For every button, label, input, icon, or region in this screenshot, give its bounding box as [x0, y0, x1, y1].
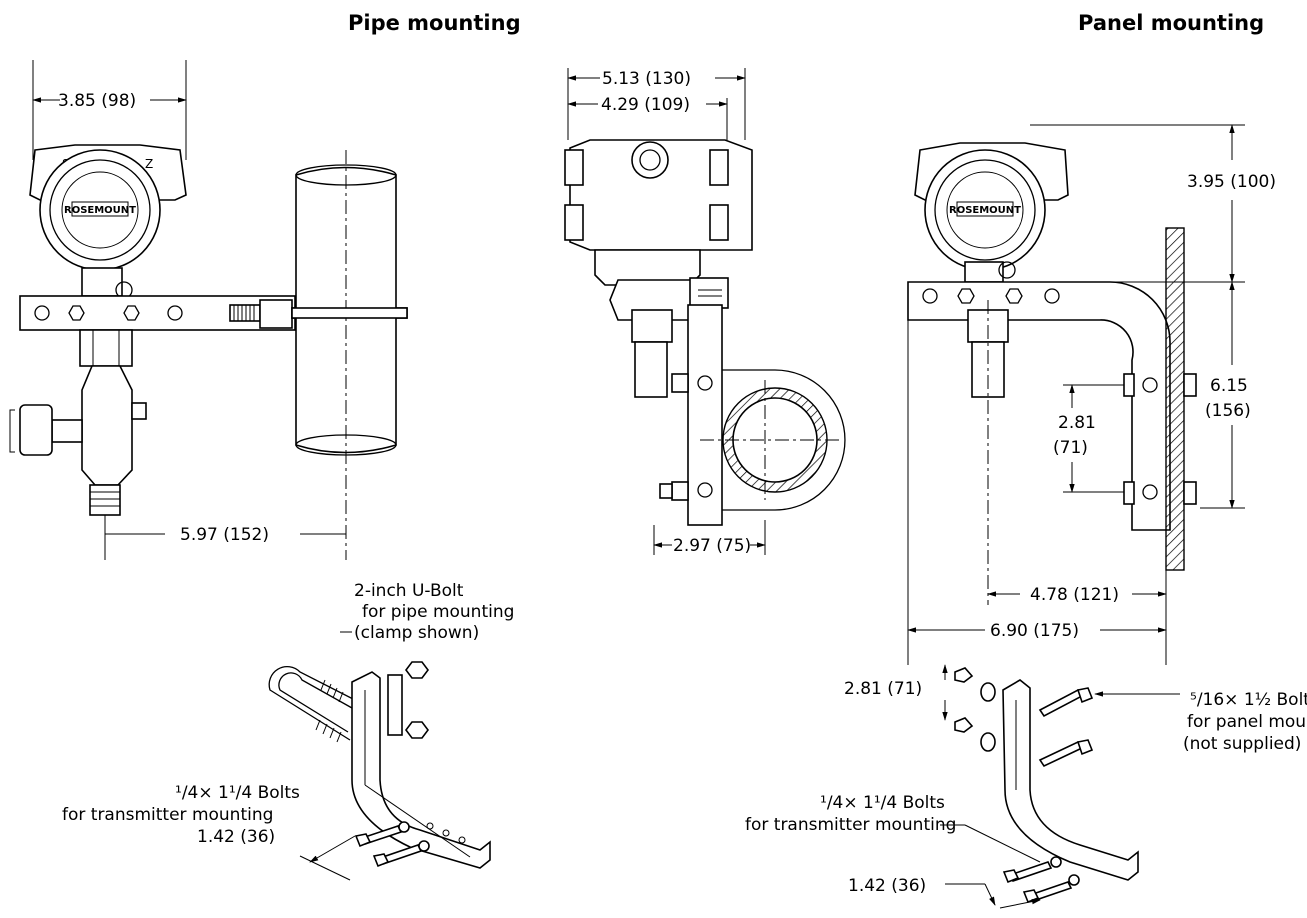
panel-bolts-callout-1: ⁵/16× 1½ Bolts — [1190, 690, 1307, 710]
panel-mounting-title: Panel mounting — [1078, 11, 1264, 35]
panel-depth-inner-dim: 4.78 (121) — [1030, 585, 1119, 605]
pipe-mounting-title: Pipe mounting — [348, 11, 521, 35]
rosemount-logo: ROSEMOUNT — [64, 205, 136, 216]
pipe-kit-exploded: 2-inch U-Bolt for pipe mounting (clamp s… — [62, 581, 514, 881]
panel-bolts-callout-2: for panel mounting — [1187, 712, 1307, 732]
side-outer-dim: 5.13 (130) — [602, 69, 691, 89]
panel-front-view: ROSEMOUNT 3.95 (100) 6.15 (156) — [907, 124, 1276, 665]
pipe-bolts-callout-2: for transmitter mounting — [62, 805, 273, 825]
panel-kit-exploded: 2.81 (71) ⁵/16× 1½ Bolts for panel mount… — [745, 664, 1307, 909]
panel-hole-span-2: (71) — [1053, 438, 1088, 458]
ubolt-callout-3: (clamp shown) — [354, 623, 479, 643]
ubolt-callout-2: for pipe mounting — [362, 602, 514, 622]
panel-tm-bolts-callout-1: ¹/4× 1¹/4 Bolts — [820, 793, 945, 813]
panel-hole-span-1: 2.81 — [1058, 413, 1096, 433]
panel-depth-outer-dim: 6.90 (175) — [990, 621, 1079, 641]
kit-panel-hole-dim: 2.81 (71) — [844, 679, 922, 699]
panel-top-dim: 3.95 (100) — [1187, 172, 1276, 192]
panel-bolt-span-1: 6.15 — [1210, 376, 1248, 396]
pipe-bolts-callout-1: ¹/4× 1¹/4 Bolts — [175, 783, 300, 803]
pipe-offset-dim: 5.97 (152) — [180, 525, 269, 545]
side-inner-dim: 4.29 (109) — [601, 95, 690, 115]
side-view: 5.13 (130) 4.29 (109) — [564, 68, 846, 556]
kit-pipe-bolt-dim: 1.42 (36) — [197, 827, 275, 847]
panel-bolt-span-2: (156) — [1205, 401, 1251, 421]
pipe-front-view: 3.85 (98) S Z ROSEMOUNT — [9, 60, 408, 560]
pipe-width-dim: 3.85 (98) — [58, 91, 136, 111]
panel-tm-bolts-callout-2: for transmitter mounting — [745, 815, 956, 835]
svg-text:Z: Z — [145, 157, 153, 171]
side-bracket-dim: 2.97 (75) — [673, 536, 751, 556]
panel-bolts-callout-3: (not supplied) — [1183, 734, 1301, 754]
kit-panel-bolt-dim: 1.42 (36) — [848, 876, 926, 896]
rosemount-logo-panel: ROSEMOUNT — [949, 205, 1021, 216]
ubolt-callout-1: 2-inch U-Bolt — [354, 581, 464, 601]
